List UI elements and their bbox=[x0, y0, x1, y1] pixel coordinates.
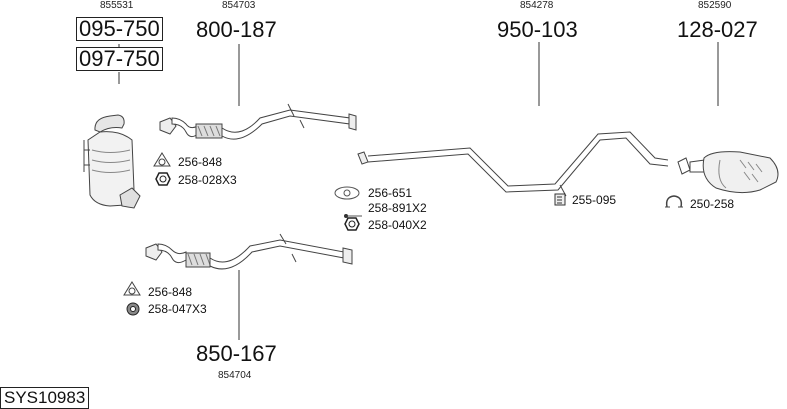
front-pipe-800-187-drawing bbox=[159, 103, 357, 140]
accessory-label-258-047x3[interactable]: 258-047X3 bbox=[148, 302, 207, 316]
accessory-label-256-848-lower[interactable]: 256-848 bbox=[148, 285, 193, 299]
rear-silencer-part-number[interactable]: 128-027 bbox=[677, 17, 758, 42]
accessory-label-258-891x2[interactable]: 258-891X2 bbox=[368, 201, 427, 215]
catalyst-drawing bbox=[83, 114, 141, 209]
front-pipe-1-ref: 854703 bbox=[222, 0, 256, 11]
catalyst-part-number-2[interactable]: 097-750 bbox=[76, 47, 163, 71]
flange-nut-icon bbox=[126, 302, 140, 321]
middle-pipe-ref: 854278 bbox=[520, 0, 554, 11]
front-pipe-850-167-drawing bbox=[145, 233, 353, 270]
front-pipe-2-ref: 854704 bbox=[218, 370, 252, 381]
middle-pipe-part-number[interactable]: 950-103 bbox=[497, 17, 578, 42]
front-pipe-1-part-number[interactable]: 800-187 bbox=[196, 17, 277, 42]
accessory-label-255-095[interactable]: 255-095 bbox=[572, 193, 617, 207]
pipe-clamp-icon bbox=[664, 194, 684, 215]
accessory-label-256-848[interactable]: 256-848 bbox=[178, 155, 223, 169]
middle-pipe-950-103-drawing bbox=[357, 131, 669, 197]
rubber-hanger-icon bbox=[554, 193, 566, 211]
rear-silencer-drawing bbox=[677, 151, 779, 194]
oval-gasket-icon bbox=[334, 186, 360, 205]
accessory-label-258-028x3[interactable]: 258-028X3 bbox=[178, 173, 237, 187]
hex-nut-icon bbox=[344, 217, 360, 236]
catalyst-ref: 855531 bbox=[100, 0, 134, 11]
catalyst-part-number-1[interactable]: 095-750 bbox=[76, 17, 163, 41]
accessory-label-250-258[interactable]: 250-258 bbox=[690, 197, 735, 211]
accessory-label-256-651[interactable]: 256-651 bbox=[368, 186, 413, 200]
bolt-icon bbox=[343, 206, 363, 224]
triangular-gasket-icon bbox=[123, 281, 141, 302]
accessory-label-258-040x2[interactable]: 258-040X2 bbox=[368, 218, 427, 232]
system-code-badge: SYS10983 bbox=[0, 387, 90, 409]
front-pipe-2-part-number[interactable]: 850-167 bbox=[196, 341, 277, 366]
triangular-gasket-icon bbox=[153, 152, 171, 173]
hex-nut-icon bbox=[155, 172, 171, 191]
rear-silencer-ref: 852590 bbox=[698, 0, 732, 11]
